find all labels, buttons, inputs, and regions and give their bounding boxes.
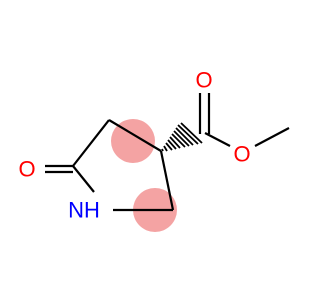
single-bond [254, 127, 290, 147]
ring-bond [108, 119, 162, 152]
single-bond [204, 132, 231, 147]
ring-bond [72, 119, 110, 167]
ring-bond [159, 150, 175, 211]
hashed-wedge-bond [161, 122, 203, 152]
carbonyl-oxygen-label: O [195, 68, 212, 93]
molecule-structure: O NH O O [18, 68, 290, 232]
ester-oxygen-label: O [233, 142, 250, 167]
ring-nitrogen-label: NH [68, 198, 100, 223]
stereocenter-highlight [111, 119, 155, 163]
ring-bond [72, 165, 95, 193]
ring-oxygen-label: O [18, 157, 35, 182]
